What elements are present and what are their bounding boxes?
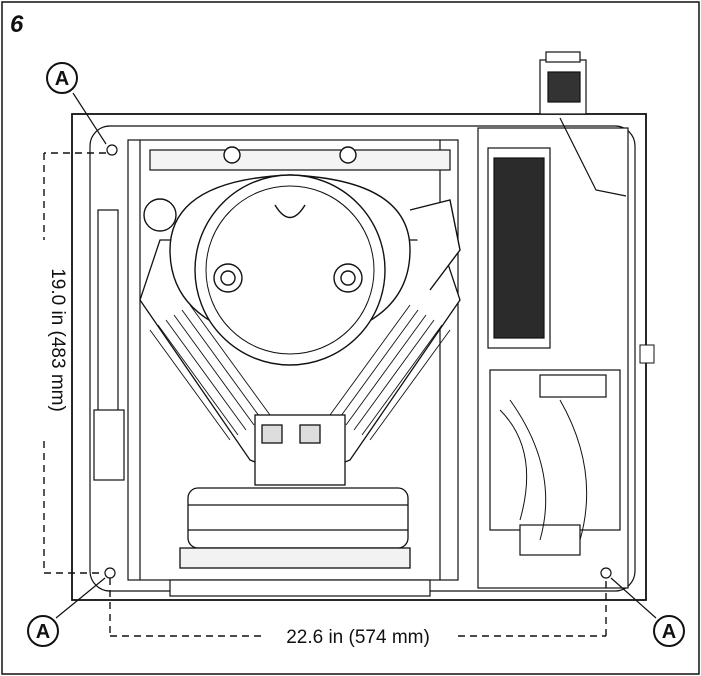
svg-text:A: A [55,68,69,90]
svg-text:A: A [36,621,50,643]
callout-leaders [55,92,657,619]
side-latch [639,344,655,364]
svg-text:A: A [662,621,676,643]
control-compartment [477,127,629,589]
right-cylinder-fins [329,304,451,441]
callout-a-bottom-right: A [653,615,685,647]
blower-housing [143,146,461,366]
left-cylinder-fins [149,304,271,441]
callout-a-top-left: A [46,62,78,94]
width-dimension-label: 22.6 in (574 mm) [286,627,430,648]
width-dimension-line [109,578,607,637]
mounting-hole-icon [104,567,116,579]
callout-a-bottom-left: A [27,615,59,647]
mounting-hole-icon [600,567,612,579]
height-dimension-label: 19.0 in (483 mm) [47,268,68,412]
top-connector [539,51,627,197]
figure-number: 6 [10,11,24,38]
engine-compartment [93,139,459,597]
mounting-hole-icon [106,144,118,156]
